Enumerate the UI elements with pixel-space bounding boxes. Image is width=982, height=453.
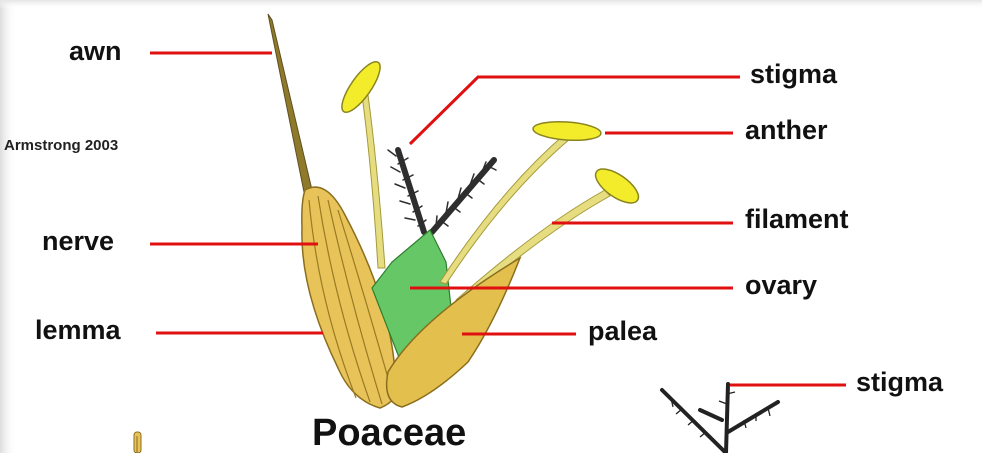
label-ovary: ovary bbox=[745, 272, 817, 299]
label-anther: anther bbox=[745, 117, 828, 144]
label-palea: palea bbox=[588, 318, 657, 345]
awn bbox=[268, 14, 312, 192]
anther-left bbox=[336, 57, 387, 118]
label-stigma: stigma bbox=[750, 61, 837, 88]
partial-anther-bottom-left bbox=[134, 432, 141, 453]
stigma-lower-right bbox=[662, 384, 778, 453]
top-edge-shade bbox=[0, 0, 982, 9]
leader-lines bbox=[150, 53, 846, 385]
diagram-caption: Poaceae bbox=[312, 414, 466, 452]
left-edge-shade bbox=[0, 0, 16, 453]
label-nerve: nerve bbox=[42, 228, 114, 255]
label-stigma-lower: stigma bbox=[856, 369, 943, 396]
label-filament: filament bbox=[745, 206, 849, 233]
anther-middle bbox=[532, 120, 601, 143]
stigma-feathery bbox=[388, 150, 496, 232]
label-awn: awn bbox=[69, 38, 122, 65]
filament-left bbox=[362, 95, 385, 268]
label-lemma: lemma bbox=[35, 317, 121, 344]
credit-text: Armstrong 2003 bbox=[4, 138, 118, 153]
